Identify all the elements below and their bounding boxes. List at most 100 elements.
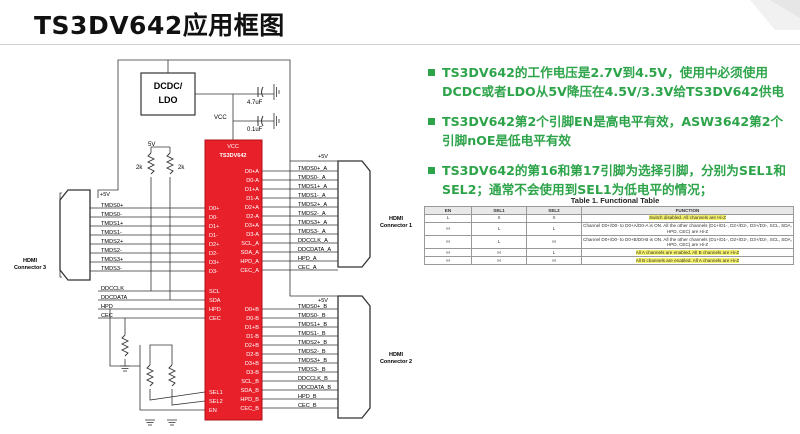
signal-label: TMDS2- bbox=[101, 248, 122, 254]
chip-pin-a: HPD_A bbox=[240, 259, 259, 265]
signal-label: TMDS2+_B bbox=[298, 340, 327, 346]
wire bbox=[97, 59, 338, 297]
table-title: Table 1. Functional Table bbox=[570, 196, 660, 205]
chip-pin-left: D3+ bbox=[209, 260, 219, 266]
conn2-label-2: Connector 2 bbox=[380, 359, 412, 365]
signal-label: TMDS0+_B bbox=[298, 304, 327, 310]
signal-label: TMDS1+ bbox=[101, 221, 123, 227]
wire bbox=[149, 344, 173, 365]
table-cell-sel2: H bbox=[526, 234, 582, 250]
table-cell-sel2: X bbox=[526, 213, 582, 223]
chip-pin-a: D2+A bbox=[245, 205, 259, 211]
resistor-r1 bbox=[146, 152, 156, 175]
signal-label: HPD_A bbox=[298, 256, 317, 262]
bullet-square-icon bbox=[428, 167, 435, 174]
chip-pin-b: D1+B bbox=[245, 325, 259, 331]
signal-label: TMDS2+ bbox=[101, 239, 123, 245]
r1-label: 2k bbox=[136, 165, 143, 171]
wire bbox=[171, 389, 206, 406]
table-cell-en: H bbox=[424, 248, 472, 258]
resistor-cec bbox=[120, 334, 130, 357]
chip-pin-b: D0+B bbox=[245, 307, 259, 313]
highlight-text: All B channels are enabled. All A channe… bbox=[635, 257, 740, 263]
highlight-text: All A channels are enabled. All B channe… bbox=[635, 249, 740, 255]
table-cell-fn: Switch disabled. All channels are Hi-Z bbox=[581, 213, 794, 223]
table-cell-fn: All B channels are enabled. All A channe… bbox=[581, 256, 794, 265]
signal-label: DDCDATA_A bbox=[298, 247, 331, 253]
title-divider bbox=[0, 44, 800, 45]
signal-label: HPD bbox=[101, 304, 113, 310]
chip-pin-a: SDA_A bbox=[241, 250, 260, 256]
plus5v-conn2: +5V bbox=[318, 298, 328, 304]
chip-pin-b: D2-B bbox=[246, 352, 259, 358]
signal-label: TMDS0-_B bbox=[298, 313, 326, 319]
chip-pin-b: SCL_B bbox=[241, 379, 259, 385]
signal-label: TMDS1-_A bbox=[298, 193, 326, 199]
5v-label: 5V bbox=[148, 142, 155, 148]
signal-label: TMDS1-_B bbox=[298, 331, 326, 337]
plus5v-conn1: +5V bbox=[318, 154, 328, 160]
vcc-net-label: VCC bbox=[214, 115, 227, 121]
table-cell-fn: Channel D0+/D0- to D0+A/D0-A is ON. All … bbox=[581, 221, 794, 236]
table-cell-sel2: H bbox=[526, 256, 582, 265]
page-title: TS3DV642应用框图 bbox=[34, 11, 285, 40]
bullet-list: TS3DV642的工作电压是2.7V到4.5V，使用中必须使用DCDC或者LDO… bbox=[428, 64, 788, 211]
signal-label: HPD_B bbox=[298, 394, 317, 400]
ground-symbol bbox=[273, 84, 280, 129]
chip-pin-a: D0-A bbox=[246, 178, 259, 184]
chip-pin-a: D1-A bbox=[246, 196, 259, 202]
bullet-square-icon bbox=[428, 118, 435, 125]
chip-pin-sel: SEL1 bbox=[209, 390, 223, 396]
table-cell-sel1: H bbox=[471, 248, 527, 258]
col-sel1: SEL1 bbox=[471, 206, 527, 215]
table-cell-en: H bbox=[424, 221, 472, 236]
bullet-item: TS3DV642第2个引脚EN是高电平有效，ASW3642第2个引脚nOE是低电… bbox=[428, 113, 788, 150]
corner-decoration bbox=[750, 0, 800, 30]
conn3-label-1: HDMI bbox=[23, 258, 38, 264]
signal-label: TMDS1- bbox=[101, 230, 122, 236]
conn3-label-2: Connector 3 bbox=[14, 265, 46, 271]
cap1-label: 4.7uF bbox=[247, 100, 263, 106]
capacitor-0.1uf bbox=[257, 115, 264, 127]
chip-pin-a: CEC_A bbox=[240, 268, 259, 274]
schematic-diagram: DCDC/ LDO 4.7uF 0.1uF VCC 5V 2k 2k VCC T… bbox=[14, 59, 412, 426]
table-cell-sel1: H bbox=[471, 256, 527, 265]
signal-label: DDCDATA bbox=[101, 295, 127, 301]
table-cell-sel1: L bbox=[471, 221, 527, 236]
capacitor-4.7uf bbox=[257, 86, 264, 98]
chip-name: TS3DV642 bbox=[220, 153, 247, 159]
cap2-label: 0.1uF bbox=[247, 127, 263, 133]
table-cell-sel2: L bbox=[526, 221, 582, 236]
signal-label: CEC_A bbox=[298, 265, 317, 271]
signal-label: DDCDATA_B bbox=[298, 385, 331, 391]
signal-label: TMDS3+_B bbox=[298, 358, 327, 364]
signal-label: TMDS0+ bbox=[101, 203, 123, 209]
chip-pin-b: SDA_B bbox=[241, 388, 260, 394]
wire bbox=[139, 345, 205, 411]
table-cell-en: H bbox=[424, 256, 472, 265]
signal-label: DDCCLK_A bbox=[298, 238, 328, 244]
resistor-sel1 bbox=[145, 364, 155, 387]
chip-pin-a: D0+A bbox=[245, 169, 259, 175]
table-cell-fn: Channel D0+/D0- to D0+B/D0-B is ON. All … bbox=[581, 234, 794, 250]
conn2-label-1: HDMI bbox=[389, 352, 404, 358]
chip-pin-a: D3-A bbox=[246, 232, 259, 238]
chip-pin-b: D1-B bbox=[246, 334, 259, 340]
chip-pin-a: D2-A bbox=[246, 214, 259, 220]
chip-pin-b: D3-B bbox=[246, 370, 259, 376]
bullet-item: TS3DV642的第16和第17引脚为选择引脚，分别为SEL1和SEL2；通常不… bbox=[428, 162, 788, 199]
wire bbox=[149, 389, 206, 401]
plus5v-conn3: +5V bbox=[100, 192, 110, 198]
chip-pin-sel: SEL2 bbox=[209, 399, 223, 405]
signal-label: TMDS1+_B bbox=[298, 322, 327, 328]
signal-label: DDCCLK bbox=[101, 286, 124, 292]
chip-pin-b: HPD_B bbox=[240, 397, 259, 403]
chip-vcc-pin: VCC bbox=[227, 144, 239, 150]
chip-pin-b: CEC_B bbox=[240, 406, 259, 412]
col-function: FUNCTION bbox=[581, 206, 794, 215]
